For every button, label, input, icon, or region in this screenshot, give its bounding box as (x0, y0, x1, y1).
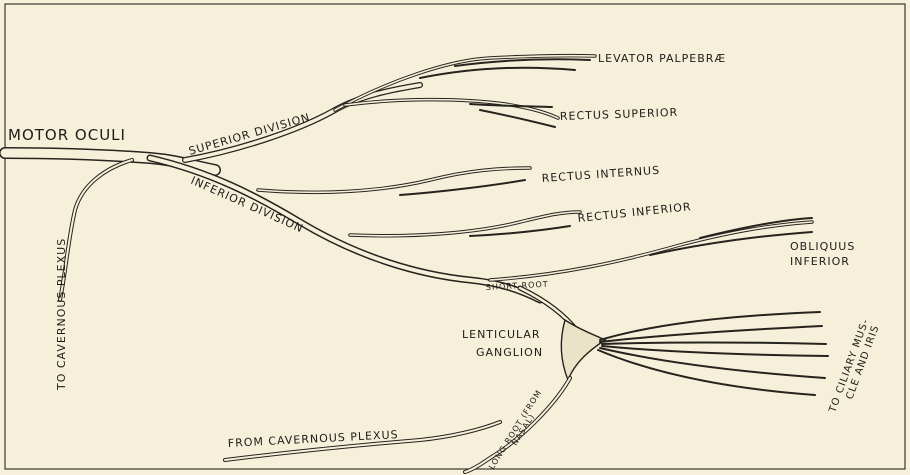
label-lenticular: LENTICULAR (462, 328, 541, 341)
label-motor-oculi: MOTOR OCULI (8, 126, 126, 144)
label-to-cavernous-plexus: TO CAVERNOUS PLEXUS (55, 238, 68, 391)
label-from-cavernous-plexus: FROM CAVERNOUS PLEXUS (227, 428, 398, 450)
nerve-ciliary-branches (598, 312, 828, 395)
label-levator-palpebrae: LEVATOR PALPEBRÆ (598, 52, 726, 65)
label-rectus-internus: RECTUS INTERNUS (541, 164, 660, 185)
nerve-superior-division (185, 56, 595, 160)
label-rectus-superior: RECTUS SUPERIOR (560, 106, 679, 123)
label-inferior: INFERIOR (790, 255, 850, 268)
nerve-inferior-division (150, 158, 812, 300)
label-rectus-inferior: RECTUS INFERIOR (577, 200, 692, 225)
label-short-root: SHORT ROOT (486, 280, 549, 292)
nerve-to-cavernous-plexus (60, 160, 132, 300)
label-superior-division: SUPERIOR DIVISION (187, 111, 312, 158)
label-ganglion: GANGLION (476, 346, 543, 359)
label-long-root: LONG ROOT (FROM (487, 388, 544, 471)
label-inferior-division: INFERIOR DIVISION (189, 174, 306, 236)
label-obliquus: OBLIQUUS (790, 240, 855, 253)
